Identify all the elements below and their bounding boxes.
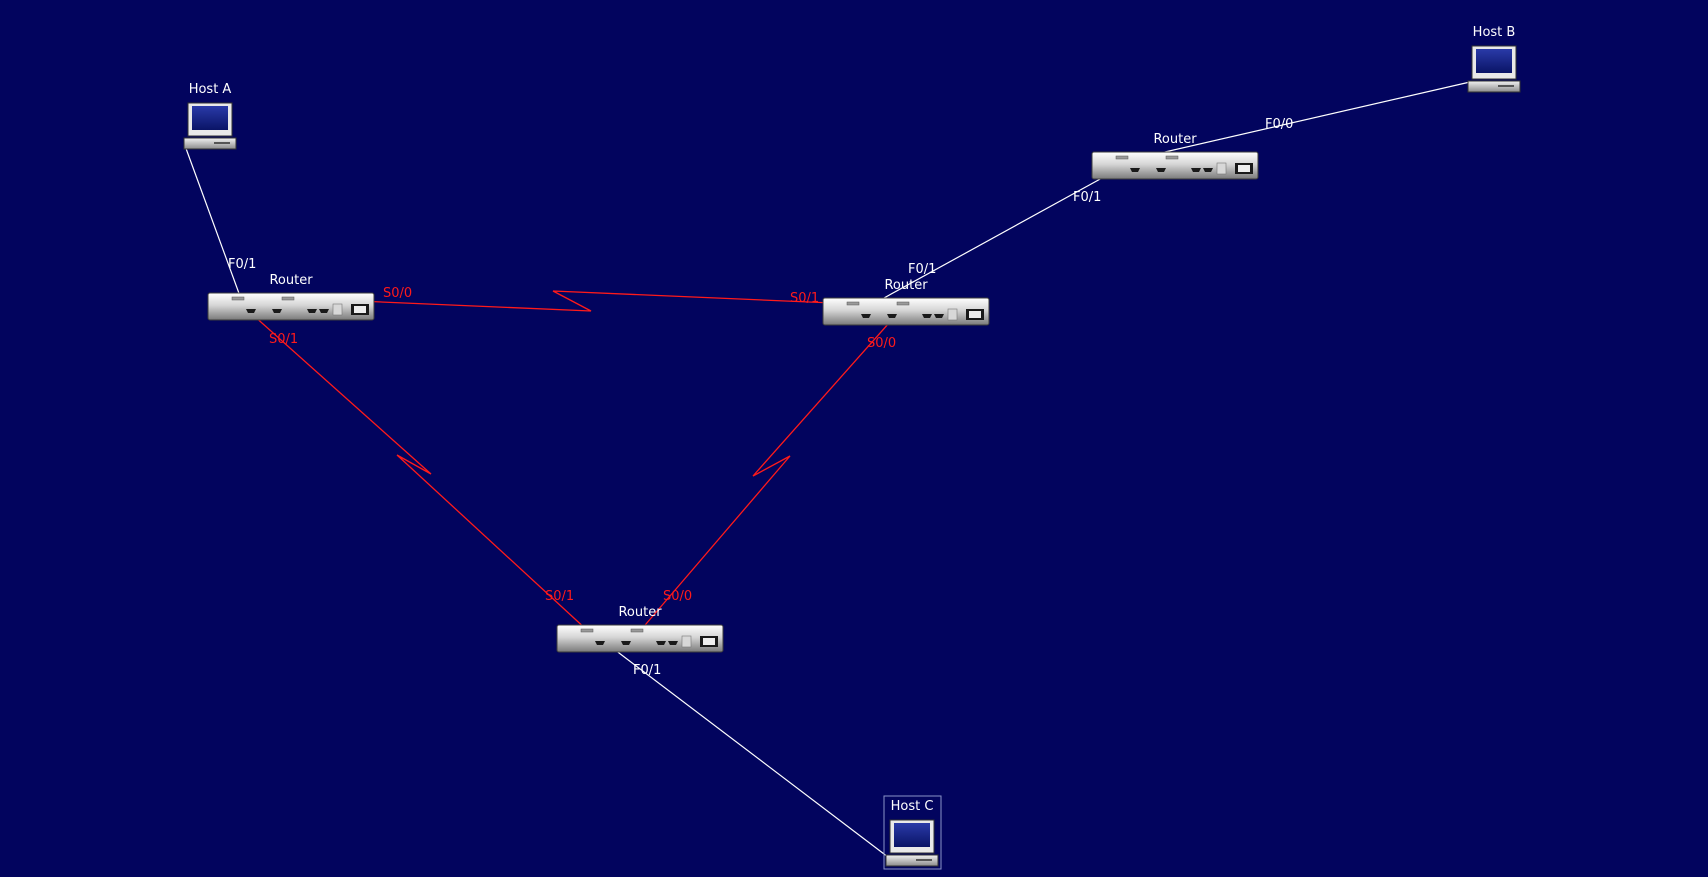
router-slot bbox=[896, 301, 910, 306]
port-icon bbox=[887, 314, 897, 318]
port-label-router-top-right-f01: F0/1 bbox=[1073, 190, 1101, 205]
port-icon bbox=[246, 309, 256, 313]
port-label-router-left-s00: S0/0 bbox=[383, 286, 412, 301]
router-slot bbox=[1165, 155, 1179, 160]
router-slot bbox=[630, 628, 644, 633]
router-module bbox=[681, 635, 692, 648]
port-icon bbox=[922, 314, 932, 318]
router-top-right[interactable]: Router bbox=[1091, 132, 1259, 180]
router-module bbox=[354, 306, 366, 313]
router-bottom[interactable]: Router bbox=[556, 605, 724, 653]
host-label: Host B bbox=[1473, 25, 1516, 40]
port-icon bbox=[861, 314, 871, 318]
port-labels: F0/1 F0/0 F0/1 F0/1 F0/1 S0/0 S0/1 S0/1 … bbox=[228, 117, 1293, 678]
host-b[interactable]: Host B bbox=[1467, 25, 1521, 93]
router-chassis bbox=[822, 297, 990, 326]
router-label: Router bbox=[1153, 132, 1197, 147]
port-icon bbox=[1203, 168, 1213, 172]
host-label: Host A bbox=[189, 82, 232, 97]
host-base-slot bbox=[214, 142, 230, 144]
router-chassis bbox=[556, 624, 724, 653]
link-router-top-right-host-b[interactable] bbox=[1129, 81, 1471, 161]
link-router-mid-router-bottom-serial[interactable] bbox=[639, 304, 906, 632]
link-host-a-router-left[interactable] bbox=[183, 142, 245, 308]
port-label-router-mid-s01: S0/1 bbox=[790, 291, 819, 306]
port-icon bbox=[307, 309, 317, 313]
router-slot bbox=[846, 301, 860, 306]
selection-box bbox=[883, 795, 942, 870]
port-icon bbox=[621, 641, 631, 645]
port-label-router-mid-s00: S0/0 bbox=[867, 336, 896, 351]
router-label: Router bbox=[618, 605, 662, 620]
port-label-router-bottom-s00: S0/0 bbox=[663, 589, 692, 604]
monitor-screen bbox=[192, 106, 228, 130]
host-label: Host C bbox=[891, 799, 934, 814]
host-base-slot bbox=[916, 859, 932, 861]
port-icon bbox=[668, 641, 678, 645]
router-chassis bbox=[1091, 151, 1259, 180]
port-label-host-a-link: F0/1 bbox=[228, 257, 256, 272]
monitor-screen bbox=[1476, 49, 1512, 73]
router-slot bbox=[231, 296, 245, 301]
monitor-screen bbox=[894, 823, 930, 847]
link-router-bottom-host-c[interactable] bbox=[597, 636, 889, 858]
router-label: Router bbox=[884, 278, 928, 293]
router-module bbox=[332, 303, 343, 316]
router-module bbox=[1238, 165, 1250, 172]
port-icon bbox=[595, 641, 605, 645]
port-icon bbox=[1156, 168, 1166, 172]
port-label-router-left-s01: S0/1 bbox=[269, 332, 298, 347]
router-slot bbox=[580, 628, 594, 633]
host-base bbox=[885, 854, 939, 867]
port-label-router-bottom-s01: S0/1 bbox=[545, 589, 574, 604]
port-icon bbox=[934, 314, 944, 318]
link-router-left-router-bottom-serial[interactable] bbox=[243, 306, 589, 632]
host-base bbox=[183, 137, 237, 150]
router-mid[interactable]: Router bbox=[822, 278, 990, 326]
link-router-mid-router-top-right[interactable] bbox=[863, 160, 1134, 310]
host-base bbox=[1467, 80, 1521, 93]
host-a[interactable]: Host A bbox=[183, 82, 237, 150]
router-label: Router bbox=[269, 273, 313, 288]
port-icon bbox=[1191, 168, 1201, 172]
port-icon bbox=[656, 641, 666, 645]
router-chassis bbox=[207, 292, 375, 321]
host-c[interactable]: Host C bbox=[883, 795, 942, 870]
router-module bbox=[1216, 162, 1227, 175]
port-label-host-b-link: F0/0 bbox=[1265, 117, 1293, 132]
router-slot bbox=[1115, 155, 1129, 160]
router-left[interactable]: Router bbox=[207, 273, 375, 321]
port-label-host-c-link: F0/1 bbox=[633, 663, 661, 678]
links-layer bbox=[183, 81, 1471, 858]
port-label-router-mid-f01: F0/1 bbox=[908, 262, 936, 277]
router-module bbox=[703, 638, 715, 645]
router-module bbox=[969, 311, 981, 318]
router-module bbox=[947, 308, 958, 321]
port-icon bbox=[1130, 168, 1140, 172]
link-router-left-router-mid-serial[interactable] bbox=[287, 290, 857, 312]
host-base-slot bbox=[1498, 85, 1514, 87]
port-icon bbox=[319, 309, 329, 313]
router-slot bbox=[281, 296, 295, 301]
port-icon bbox=[272, 309, 282, 313]
